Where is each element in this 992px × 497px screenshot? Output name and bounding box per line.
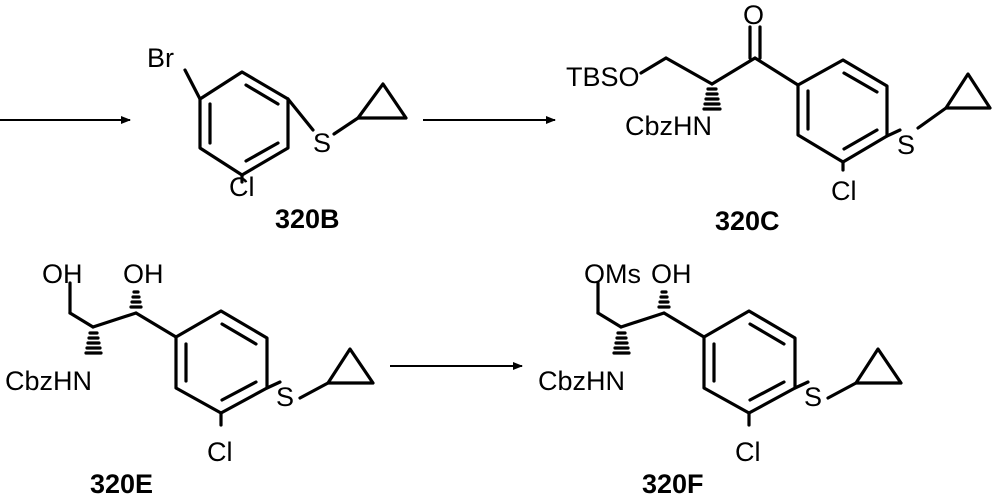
carbinol-ring-bond — [664, 313, 704, 337]
ch2-cstereo-bond — [598, 313, 621, 327]
ch2-cstereo-bond — [666, 58, 712, 84]
hashed-wedge-bond — [704, 89, 720, 109]
cbzhn-label: CbzHN — [5, 366, 92, 396]
benzene-ring — [176, 311, 267, 413]
carbonyl-oxygen-label: O — [743, 0, 764, 30]
cyclopropyl-ring — [328, 349, 373, 383]
ch2-cstereo-bond — [70, 313, 93, 327]
compound-320B: Br Cl S 320B — [147, 43, 406, 234]
chlorine-label: Cl — [229, 172, 255, 202]
benzene-ring — [798, 60, 887, 162]
benzene-ring — [704, 311, 795, 413]
cbzhn-label: CbzHN — [538, 366, 625, 396]
chlorine-label: Cl — [831, 176, 857, 206]
compound-320C: O TBSO CbzHN Cl S 320C — [566, 0, 990, 236]
compound-id: 320E — [90, 469, 153, 497]
tbso-label: TBSO — [566, 62, 640, 92]
cbzhn-label: CbzHN — [625, 111, 712, 141]
cstereo-carbonyl-bond — [712, 58, 755, 84]
sulfur-label: S — [897, 130, 915, 160]
oh-label: OH — [651, 259, 692, 289]
hashed-wedge-bond-oh — [131, 292, 141, 307]
cyclopropyl-ring — [856, 349, 901, 383]
s-cyclopropyl-bond — [918, 108, 946, 128]
c-s-bond — [288, 99, 313, 130]
c-br-bond — [185, 70, 200, 99]
sulfur-label: S — [313, 128, 331, 158]
o-ch2-bond — [641, 58, 666, 73]
s-cyclopropyl-bond — [828, 383, 856, 398]
cyclopropyl-ring — [946, 74, 990, 108]
s-cyclopropyl-bond — [334, 118, 358, 134]
carbinol-ring-bond — [136, 313, 176, 337]
cstereo-carbinol-bond — [621, 313, 664, 327]
s-cyclopropyl-bond — [300, 383, 328, 398]
compound-id: 320C — [715, 206, 780, 236]
hashed-wedge-bond-nh — [86, 333, 101, 353]
hashed-wedge-bond-oh — [659, 292, 669, 307]
hashed-wedge-bond-nh — [614, 333, 629, 353]
compound-320E: OH OH CbzHN Cl S 320E — [5, 259, 373, 497]
oms-label: OMs — [584, 259, 641, 289]
oh-label-1: OH — [42, 259, 83, 289]
benzene-ring — [200, 72, 288, 175]
compound-id: 320F — [642, 469, 704, 497]
chlorine-label: Cl — [735, 437, 761, 467]
sulfur-label: S — [804, 382, 822, 412]
sulfur-label: S — [276, 382, 294, 412]
cyclopropyl-ring — [358, 84, 406, 118]
oh-label-2: OH — [123, 259, 164, 289]
carbonyl-ring-bond — [755, 58, 798, 85]
bromine-label: Br — [147, 43, 174, 73]
compound-id: 320B — [275, 204, 340, 234]
cstereo-carbinol-bond — [93, 313, 136, 327]
compound-320F: OMs OH CbzHN Cl S 320F — [538, 259, 901, 497]
chlorine-label: Cl — [207, 437, 233, 467]
